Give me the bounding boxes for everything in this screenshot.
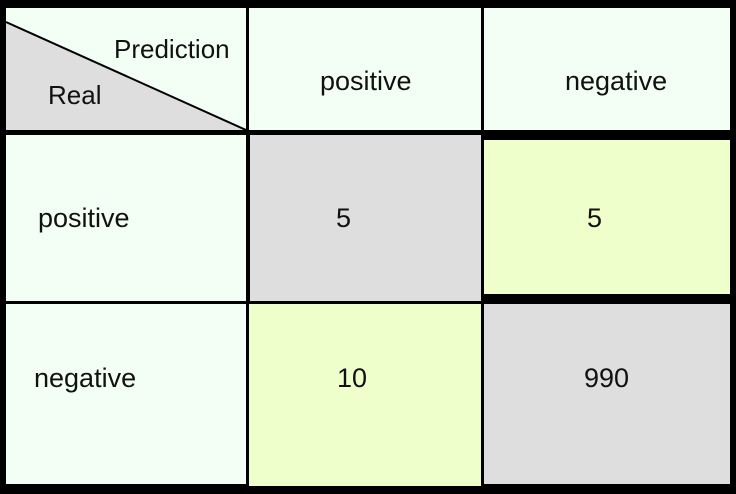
column-header-negative: negative: [484, 8, 730, 130]
corner-header-cell: Prediction Real: [6, 8, 246, 130]
column-axis-label: Prediction: [114, 34, 230, 64]
cell-value: 5: [336, 203, 352, 233]
column-header-label: positive: [320, 66, 412, 96]
cell-value: 10: [337, 363, 368, 393]
cell-true-negative: 990: [484, 304, 730, 484]
corner-diagonal-line: [6, 21, 246, 130]
column-header-label: negative: [565, 66, 668, 96]
cell-value: 5: [587, 203, 603, 233]
row-header-label: positive: [38, 203, 130, 233]
row-header-positive: positive: [6, 135, 246, 301]
corner-diagonal-divider: [6, 21, 246, 130]
row-header-label: negative: [34, 363, 137, 393]
cell-false-positive: 10: [249, 304, 481, 486]
cell-false-negative: 5: [484, 140, 730, 294]
cell-true-positive: 5: [250, 135, 481, 301]
row-axis-label: Real: [48, 80, 102, 110]
cell-value: 990: [584, 363, 630, 393]
column-header-positive: positive: [249, 8, 481, 130]
row-header-negative: negative: [6, 304, 246, 484]
